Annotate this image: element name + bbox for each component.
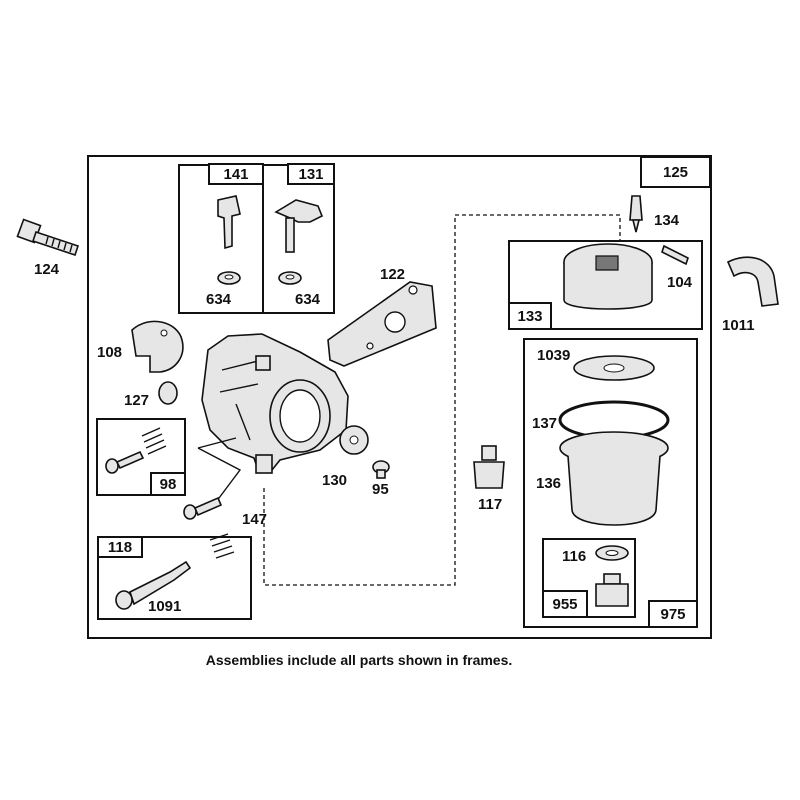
fitting-117 — [473, 445, 505, 489]
needle-1091 — [115, 533, 235, 610]
callout-108: 108 — [97, 344, 123, 361]
callout-130: 130 — [322, 472, 348, 489]
screw-spring-98 — [105, 427, 167, 474]
callout-95: 95 — [372, 481, 389, 498]
frame-tag-118: 118 — [97, 536, 143, 558]
frame-tag-125: 125 — [640, 156, 711, 188]
main-frame-border — [87, 155, 712, 639]
frame-tag-955: 955 — [542, 590, 588, 618]
assembly-frame-98 — [96, 418, 186, 496]
frame-tag-98: 98 — [150, 472, 186, 496]
assembly-frame-955 — [542, 538, 636, 618]
assembly-frame-975 — [523, 338, 698, 628]
assembly-frame-133 — [508, 240, 703, 330]
assemblies-caption: Assemblies include all parts shown in fr… — [205, 652, 513, 668]
float-bowl-136 — [558, 400, 670, 526]
frame-tag-975: 975 — [648, 600, 698, 628]
needle-134 — [629, 195, 643, 233]
callout-122: 122 — [380, 266, 406, 283]
bowl-nut-955 — [595, 573, 629, 607]
callout-117: 117 — [478, 496, 503, 513]
callout-137: 137 — [532, 415, 558, 432]
callout-134: 134 — [654, 212, 680, 229]
choke-shaft-141 — [217, 195, 241, 285]
frame-tag-133: 133 — [508, 302, 552, 330]
callout-1091: 1091 — [148, 598, 182, 615]
float-133 — [563, 243, 689, 310]
screw-147 — [183, 437, 242, 520]
callout-127: 127 — [124, 392, 150, 409]
callout-147: 147 — [242, 511, 268, 528]
callout-136: 136 — [536, 475, 562, 492]
callout-104: 104 — [667, 274, 693, 291]
bolt-124 — [16, 218, 80, 257]
callout-634-a: 634 — [206, 291, 232, 308]
screw-95 — [372, 460, 390, 479]
callout-634-b: 634 — [295, 291, 321, 308]
throttle-shaft-131 — [274, 199, 324, 285]
frame-tag-131: 131 — [287, 163, 335, 185]
assembly-frame-118 — [97, 536, 252, 620]
plug-127 — [158, 381, 178, 405]
carburetor-body — [201, 333, 349, 474]
choke-plate-108 — [131, 320, 184, 373]
frame-tag-141: 141 — [208, 163, 264, 185]
washer-116 — [595, 545, 629, 561]
callout-124: 124 — [34, 261, 60, 278]
dashed-leader-line — [263, 214, 621, 586]
callout-116: 116 — [562, 548, 587, 565]
insulator-122 — [327, 281, 437, 367]
callout-1011: 1011 — [722, 317, 755, 334]
fuel-line-1011 — [726, 256, 779, 307]
callout-1039: 1039 — [537, 347, 571, 364]
